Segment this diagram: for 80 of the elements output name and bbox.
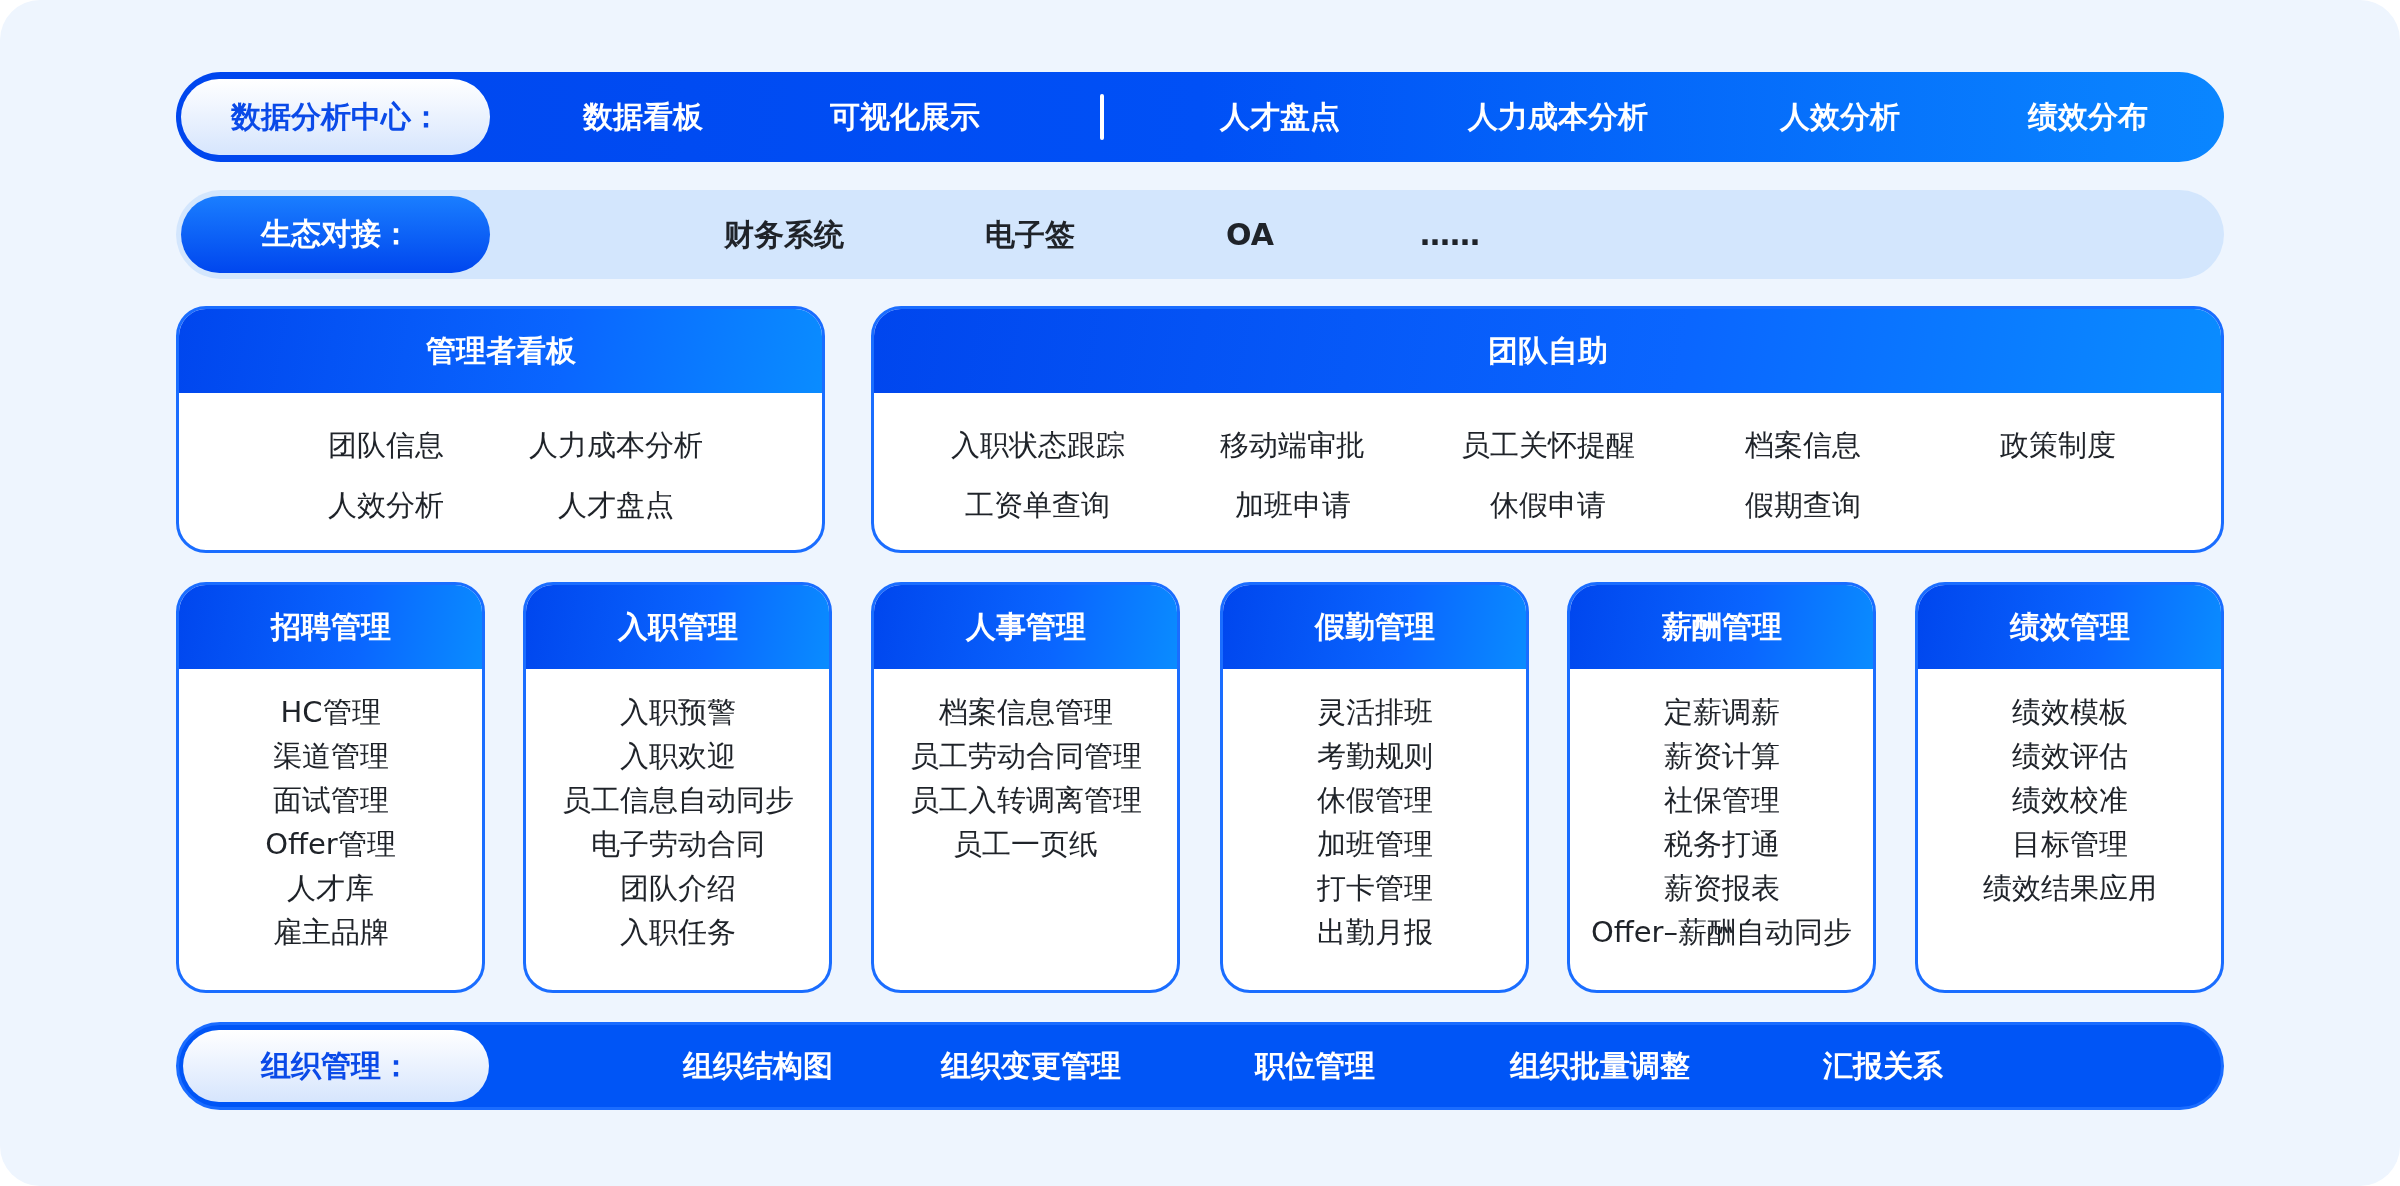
- feature-label: 雇主品牌: [272, 914, 389, 951]
- feature-label: 员工信息自动同步: [561, 782, 794, 819]
- category-pill: 生态对接：: [181, 196, 490, 273]
- card-header: 人事管理: [874, 585, 1177, 669]
- card-header: 管理者看板: [179, 309, 822, 393]
- feature-label: 档案信息管理: [938, 694, 1113, 731]
- feature-label: 人才盘点: [1220, 98, 1340, 136]
- feature-label: 出勤月报: [1316, 914, 1433, 951]
- feature-label: 休假管理: [1316, 782, 1433, 819]
- feature-label: 绩效结果应用: [1982, 870, 2157, 907]
- card-header: 绩效管理: [1918, 585, 2221, 669]
- feature-label: 灵活排班: [1316, 694, 1433, 731]
- feature-label: 入职预警: [619, 694, 736, 731]
- feature-label: 薪资计算: [1663, 738, 1780, 775]
- feature-label: 加班管理: [1316, 826, 1433, 863]
- feature-label: 电子签: [985, 215, 1075, 254]
- feature-label: Offer–薪酬自动同步: [1590, 914, 1853, 951]
- card-header: 招聘管理: [179, 585, 482, 669]
- feature-label: HC管理: [280, 694, 381, 731]
- feature-label: 数据看板: [583, 98, 703, 136]
- feature-label: 绩效评估: [2011, 738, 2128, 775]
- feature-label: 人力成本分析: [528, 427, 703, 464]
- feature-label: 政策制度: [1999, 427, 2116, 464]
- feature-label: 员工劳动合同管理: [909, 738, 1142, 775]
- feature-label: 电子劳动合同: [590, 826, 765, 863]
- module-card: [176, 306, 825, 553]
- feature-label: OA: [1226, 215, 1274, 254]
- feature-label: 人才盘点: [557, 487, 674, 524]
- feature-label: 休假申请: [1489, 487, 1606, 524]
- feature-label: 汇报关系: [1823, 1047, 1943, 1085]
- module-card: [871, 582, 1180, 993]
- feature-label: 定薪调薪: [1663, 694, 1780, 731]
- feature-label: 工资单查询: [965, 487, 1110, 524]
- feature-label: ……: [1420, 215, 1480, 254]
- card-header: 薪酬管理: [1570, 585, 1873, 669]
- card-header: 入职管理: [526, 585, 829, 669]
- feature-label: 组织结构图: [683, 1047, 833, 1085]
- feature-label: 员工关怀提醒: [1460, 427, 1635, 464]
- feature-label: 绩效分布: [2028, 98, 2148, 136]
- feature-label: 财务系统: [724, 215, 844, 254]
- feature-label: 人效分析: [327, 487, 444, 524]
- feature-label: 档案信息: [1744, 427, 1861, 464]
- feature-label: 员工入转调离管理: [909, 782, 1142, 819]
- feature-label: 移动端审批: [1220, 427, 1365, 464]
- feature-label: 可视化展示: [830, 98, 980, 136]
- feature-label: 税务打通: [1663, 826, 1780, 863]
- feature-label: 社保管理: [1663, 782, 1780, 819]
- feature-label: 渠道管理: [272, 738, 389, 775]
- module-card: [523, 582, 832, 993]
- feature-label: Offer管理: [265, 826, 396, 863]
- feature-label: 绩效校准: [2011, 782, 2128, 819]
- category-pill: 组织管理：: [183, 1030, 489, 1102]
- feature-label: 绩效模板: [2011, 694, 2128, 731]
- card-header: 团队自助: [874, 309, 2221, 393]
- module-card: [176, 582, 485, 993]
- feature-label: 团队信息: [327, 427, 444, 464]
- card-header: 假勤管理: [1223, 585, 1526, 669]
- category-pill: 数据分析中心：: [181, 79, 490, 155]
- feature-label: 加班申请: [1234, 487, 1351, 524]
- feature-label: 人效分析: [1780, 98, 1900, 136]
- feature-label: 组织变更管理: [941, 1047, 1121, 1085]
- feature-label: 组织批量调整: [1510, 1047, 1690, 1085]
- feature-label: 入职欢迎: [619, 738, 736, 775]
- module-card: [871, 306, 2224, 553]
- feature-label: 人力成本分析: [1468, 98, 1648, 136]
- feature-label: 目标管理: [2011, 826, 2128, 863]
- module-card: [1567, 582, 1876, 993]
- feature-label: 面试管理: [272, 782, 389, 819]
- feature-label: 员工一页纸: [953, 826, 1098, 863]
- module-card: [1915, 582, 2224, 993]
- feature-label: 考勤规则: [1316, 738, 1433, 775]
- feature-label: 职位管理: [1255, 1047, 1375, 1085]
- feature-label: 打卡管理: [1316, 870, 1433, 907]
- feature-label: 假期查询: [1744, 487, 1861, 524]
- feature-label: 人才库: [287, 870, 374, 907]
- feature-label: 入职状态跟踪: [950, 427, 1125, 464]
- feature-label: 团队介绍: [619, 870, 736, 907]
- feature-label: 薪资报表: [1663, 870, 1780, 907]
- module-card: [1220, 582, 1529, 993]
- feature-label: 入职任务: [619, 914, 736, 951]
